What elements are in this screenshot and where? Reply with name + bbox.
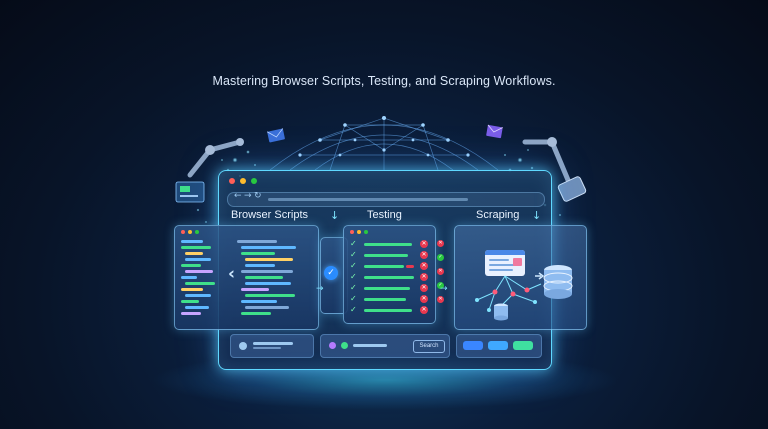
- action-button-blue[interactable]: [463, 341, 483, 350]
- address-bar[interactable]: ← → ↻: [227, 191, 545, 207]
- checkmark-icon: ✓: [350, 283, 357, 292]
- x-mark-icon: ✕: [420, 262, 428, 270]
- network-globe-icon: [269, 117, 499, 171]
- action-buttons-group: [456, 334, 542, 358]
- database-icon: [543, 265, 573, 299]
- x-mark-icon: ✕: [437, 296, 444, 303]
- x-mark-icon: ✕: [420, 284, 428, 292]
- x-mark-icon: ✕: [420, 273, 428, 281]
- arrow-right-icon: →: [440, 284, 448, 294]
- x-mark-icon: ✕: [420, 251, 428, 259]
- close-dot[interactable]: [229, 178, 235, 184]
- section-label-scraping: Scraping: [476, 209, 520, 221]
- back-arrow-icon[interactable]: ←: [234, 191, 242, 201]
- reload-icon[interactable]: ↻: [254, 191, 262, 201]
- checkmark-icon: ✓: [350, 305, 357, 314]
- page-headline: Mastering Browser Scripts, Testing, and …: [212, 74, 556, 88]
- search-button[interactable]: Search: [413, 340, 445, 353]
- url-text-placeholder: [268, 198, 468, 201]
- checkmark-icon: ✓: [437, 282, 444, 289]
- x-mark-icon: ✕: [420, 306, 428, 314]
- envelope-icon: [266, 128, 285, 143]
- arrow-right-icon: →: [316, 284, 324, 294]
- section-label-browser-scripts: Browser Scripts: [231, 209, 309, 221]
- maximize-dot[interactable]: [251, 178, 257, 184]
- checkmark-icon: ✓: [350, 250, 357, 259]
- forward-arrow-icon[interactable]: →: [244, 191, 252, 201]
- bottom-card-left: [230, 334, 314, 358]
- data-flow-icon: [475, 265, 573, 321]
- search-box[interactable]: Search: [320, 334, 450, 358]
- database-icon: [494, 303, 508, 321]
- minimize-dot[interactable]: [240, 178, 246, 184]
- section-label-testing: Testing: [367, 209, 402, 221]
- code-editor-panel: ‹: [174, 225, 319, 330]
- window-controls: [229, 178, 257, 184]
- action-button-teal[interactable]: [513, 341, 533, 350]
- x-mark-icon: ✕: [437, 268, 444, 275]
- action-button-light-blue[interactable]: [488, 341, 508, 350]
- checkmark-icon: ✓: [350, 272, 357, 281]
- checkmark-icon: ✓: [324, 266, 338, 280]
- x-mark-icon: ✕: [420, 295, 428, 303]
- envelope-icon: [486, 124, 503, 139]
- x-mark-icon: ✕: [437, 240, 444, 247]
- scraping-panel: [454, 225, 587, 330]
- checkmark-icon: ✓: [350, 294, 357, 303]
- checkmark-icon: ✓: [350, 239, 357, 248]
- webpage-card-icon: [485, 250, 525, 276]
- checkmark-icon: ✓: [437, 254, 444, 261]
- arrow-down-icon: ↓: [532, 209, 542, 222]
- bottom-toolbar: Search: [230, 334, 542, 358]
- x-mark-icon: ✕: [420, 240, 428, 248]
- arrow-down-icon: ↓: [330, 209, 340, 222]
- test-results-panel: ✓ ✕ ✓ ✕ ✓ ✕ ✓ ✕ ✓ ✕ ✓ ✕ ✓ ✕: [343, 225, 436, 324]
- chevron-left-icon: ‹: [228, 264, 236, 284]
- checkmark-icon: ✓: [350, 261, 357, 270]
